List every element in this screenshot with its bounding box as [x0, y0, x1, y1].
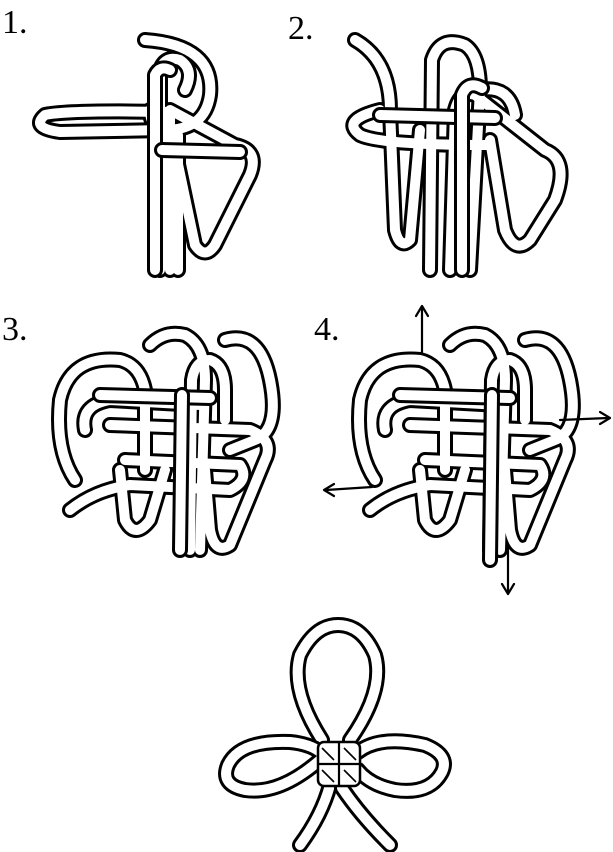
step-1-diagram	[40, 40, 253, 278]
arrow-up-icon	[414, 304, 430, 354]
step-3-label: 3.	[2, 311, 28, 348]
step-1-label: 1.	[2, 4, 28, 41]
step-2-diagram	[353, 40, 560, 278]
step-4-label: 4.	[314, 311, 340, 348]
arrow-right-icon	[558, 410, 612, 426]
arrow-down-icon	[500, 546, 516, 596]
step-3-diagram	[59, 334, 273, 558]
finished-knot	[218, 617, 452, 852]
step-4-diagram	[359, 334, 573, 568]
step-2-label: 2.	[288, 10, 314, 47]
arrow-left-icon	[322, 482, 374, 498]
